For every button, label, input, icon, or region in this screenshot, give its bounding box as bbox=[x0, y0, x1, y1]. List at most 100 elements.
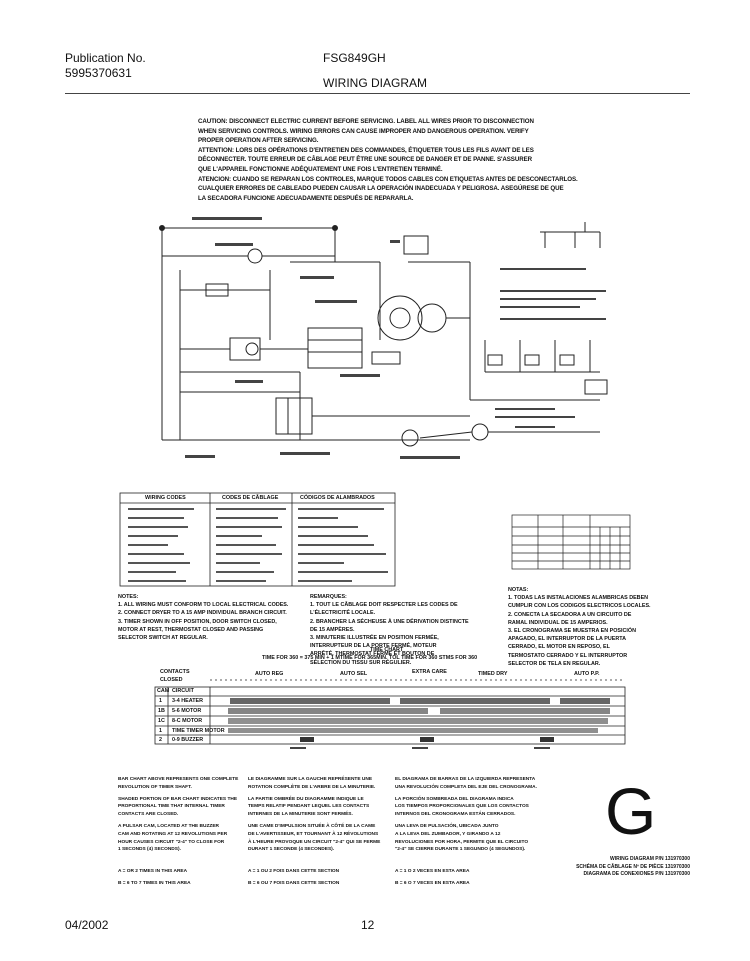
legend-line: INTERNOS DEL CRONOGRAMA ESTÁN CERRADOS. bbox=[395, 812, 516, 818]
note-line: 1. ALL WIRING MUST CONFORM TO LOCAL ELEC… bbox=[118, 602, 289, 609]
note-line: CUMPLIR CON LOS CODIGOS ELECTRICOS LOCAL… bbox=[508, 603, 651, 610]
caution-line: ATENCION: CUANDO SE REPARAN LOS CONTROLE… bbox=[198, 175, 578, 183]
note-line: 3. TIMER SHOWN IN OFF POSITION, DOOR SWI… bbox=[118, 618, 277, 625]
note-line: 1. TODAS LAS INSTALACIONES ALAMBRICAS DE… bbox=[508, 595, 649, 602]
legend-line: SHADED PORTION OF BAR CHART INDICATES TH… bbox=[118, 796, 238, 802]
caution-line: CUALQUIER ERRORES DE CABLEADO PUEDEN CAU… bbox=[198, 185, 564, 193]
legend-line: LE DIAGRAMME SUR LA GAUCHE REPRÉSENTE UN… bbox=[248, 777, 373, 782]
circuit-name: 3-4 HEATER bbox=[172, 698, 204, 704]
contacts-label: CONTACTS bbox=[160, 669, 190, 675]
segment-label: EXTRA CARE bbox=[412, 669, 447, 675]
note-line: 2. CONNECT DRYER TO A 15 AMP INDIVIDUAL … bbox=[118, 610, 287, 617]
header-rule bbox=[65, 93, 690, 94]
note-line: MOTOR AT REST, THERMOSTAT CLOSED AND PAS… bbox=[118, 626, 264, 633]
legend-line: UNE CAME D'IMPULSION SITUÉE À CÔTÉ DE LA… bbox=[248, 823, 376, 829]
legend-line: CONTACTS ARE CLOSED. bbox=[118, 812, 179, 818]
legend-line: "2-4" SE CIERRE DURANTE 1 SEGUNDO (4 SEG… bbox=[395, 847, 526, 853]
notes-es-title: NOTAS: bbox=[508, 587, 529, 593]
caution-line: CAUTION: DISCONNECT ELECTRIC CURRENT BEF… bbox=[198, 118, 534, 125]
caution-line: PROPER OPERATION AFTER SERVICING. bbox=[198, 137, 319, 145]
note-line: RAMAL INDIVIDUAL DE 15 AMPERIOS. bbox=[508, 619, 608, 626]
legend-mark-b: B = 6 O 7 VECES EN ESTA AREA bbox=[395, 880, 470, 886]
publication-number: 5995370631 bbox=[65, 66, 132, 80]
legend-line: REVOLUCIONES POR HORA, PERMITE QUE EL CI… bbox=[395, 839, 529, 845]
legend-line: REVOLUTION OF TIMER SHAFT. bbox=[118, 784, 192, 790]
timing-chart-title: TIME CHART bbox=[370, 647, 404, 653]
legend-line: INTERNES DE LA MINUTERIE SONT FERMÉS. bbox=[248, 812, 353, 818]
note-line: L'ÉLECTRICITÉ LOCALE. bbox=[310, 610, 376, 617]
note-line: TERMOSTATO CERRADO Y EL INTERRUPTOR bbox=[508, 652, 628, 659]
notes-fr-title: REMARQUES: bbox=[310, 594, 347, 600]
codes-header-es: CÓDIGOS DE ALAMBRADOS bbox=[300, 495, 375, 501]
legend-line: ROTATION COMPLÈTE DE L'ARBRE DE LA MINUT… bbox=[248, 784, 376, 790]
legend-en: BAR CHART ABOVE REPRESENTS ONE COMPLETE … bbox=[118, 776, 238, 888]
revision-letter: G bbox=[605, 774, 657, 848]
cam-header: CAM bbox=[157, 688, 170, 694]
diagram-ref-line: SCHÉMA DE CÂBLAGE Nº DE PIÈCE 131970300 bbox=[576, 863, 690, 870]
note-line: 2. BRANCHER LA SÉCHEUSE À UNE DÉRIVATION… bbox=[310, 618, 469, 625]
circuit-name: TIME TIMER MOTOR bbox=[172, 728, 225, 734]
note-line: 1. TOUT LE CÂBLAGE DOIT RESPECTER LES CO… bbox=[310, 602, 458, 609]
legend-line: A LA LEVA DEL ZUMBADOR, Y GIRANDO A 12 bbox=[395, 831, 501, 837]
cam-id: 2 bbox=[159, 737, 162, 743]
codes-header-en: WIRING CODES bbox=[145, 495, 186, 501]
note-line: SELECTOR DE TELA EN REGULAR. bbox=[508, 660, 601, 667]
legend-line: BAR CHART ABOVE REPRESENTS ONE COMPLETE bbox=[118, 777, 239, 782]
legend-line: LOS TIEMPOS PROPORCIONALES QUE LOS CONTA… bbox=[395, 804, 529, 810]
cam-id: 1 bbox=[159, 728, 162, 734]
note-line: 3. MINUTERIE ILLUSTRÉE EN POSITION FERMÉ… bbox=[310, 635, 439, 642]
codes-header-fr: CODES DE CÂBLAGE bbox=[222, 495, 279, 501]
note-line: INTERRUPTEUR DE LA PORTE FERMÉ, MOTEUR bbox=[310, 643, 437, 650]
diagram-ref-line: WIRING DIAGRAM P/N 131970300 bbox=[609, 856, 690, 862]
legend-mark-b: B = 6 TO 7 TIMES IN THIS AREA bbox=[118, 880, 191, 886]
legend-line: A PULSAR CAM, LOCATED AT THE BUZZER bbox=[118, 823, 219, 829]
caution-line: DÉCONNECTER. TOUTE ERREUR DE CÂBLAGE PEU… bbox=[198, 156, 532, 164]
legend-es: EL DIAGRAMA DE BARRAS DE LA IZQUIERDA RE… bbox=[395, 776, 537, 888]
legend-line: DURANT 1 SECONDE (4 SECONDES). bbox=[248, 847, 335, 853]
cam-id: 1B bbox=[158, 708, 165, 714]
legend-mark-b: B = 6 OU 7 FOIS DANS CETTE SECTION bbox=[248, 880, 340, 886]
legend-mark-a: A = 1 OU 2 FOIS DANS CETTE SECTION bbox=[248, 869, 340, 875]
cam-id: 1C bbox=[158, 718, 165, 724]
legend-line: CAM AND ROTATING AT 12 REVOLUTIONS PER bbox=[118, 831, 228, 837]
caution-line: QUE L'APPAREIL FONCTIONNE ADÉQUATEMENT U… bbox=[198, 165, 443, 173]
segment-label: AUTO P.P. bbox=[574, 671, 600, 677]
notes-es: NOTAS: 1. TODAS LAS INSTALACIONES ALAMBR… bbox=[508, 586, 651, 668]
legend-line: UNA LEVA DE PULSACIÓN, UBICADA JUNTO bbox=[395, 823, 499, 829]
segment-label: AUTO SEL bbox=[340, 671, 368, 677]
caution-line: ATTENTION: LORS DES OPÉRATIONS D'ENTRETI… bbox=[198, 146, 534, 154]
timing-chart-subtitle: TIME FOR 360 = 375 MIN + 1 MTIME FOR 365… bbox=[262, 655, 478, 661]
caution-block: CAUTION: DISCONNECT ELECTRIC CURRENT BEF… bbox=[198, 117, 578, 203]
model-number: FSG849GH bbox=[323, 51, 386, 65]
legend-line: TEMPS RELATIF PENDANT LEQUEL LES CONTACT… bbox=[248, 804, 370, 810]
legend-line: 1 SECONDS (4) SECONDS). bbox=[118, 847, 181, 853]
note-line: SÉLECTION DU TISSU SUR RÉGULIER. bbox=[310, 659, 412, 666]
legend-line: UNA REVOLUCIÓN COMPLETA DEL EJE DEL CRON… bbox=[395, 784, 537, 790]
note-line: 3. EL CRONOGRAMA SE MUESTRA EN POSICIÓN bbox=[508, 628, 636, 635]
diagram-ref-line: DIAGRAMA DE CONEXIONES P/N 131970300 bbox=[583, 871, 690, 878]
note-line: APAGADO, EL INTERRUPTOR DE LA PUERTA bbox=[508, 636, 626, 643]
note-line: CERRADO, EL MOTOR EN REPOSO, EL bbox=[508, 644, 610, 651]
note-line: SELECTOR SWITCH AT REGULAR. bbox=[118, 635, 208, 642]
legend-line: À L'HEURE PROVOQUE UN CIRCUIT "2-4" QUI … bbox=[248, 839, 381, 845]
legend-line: PROPORTIONAL TIME THAT INTERNAL TIMER bbox=[118, 804, 225, 810]
legend-line: EL DIAGRAMA DE BARRAS DE LA IZQUIERDA RE… bbox=[395, 777, 536, 782]
notes-en-title: NOTES: bbox=[118, 594, 139, 600]
legend-fr: LE DIAGRAMME SUR LA GAUCHE REPRÉSENTE UN… bbox=[248, 776, 380, 888]
notes-en: NOTES: 1. ALL WIRING MUST CONFORM TO LOC… bbox=[118, 593, 288, 642]
caution-line: LA SECADORA FUNCIONE ADECUADAMENTE DESPU… bbox=[198, 194, 414, 202]
note-line: DE 15 AMPÈRES. bbox=[310, 626, 355, 633]
cam-id: 1 bbox=[159, 698, 162, 704]
legend-line: HOUR CAUSES CIRCUIT "2-4" TO CLOSE FOR bbox=[118, 839, 225, 845]
page-title: WIRING DIAGRAM bbox=[323, 76, 427, 90]
circuit-header: CIRCUIT bbox=[172, 688, 194, 694]
publication-label: Publication No. bbox=[65, 51, 146, 65]
note-line: 2. CONECTA LA SECADORA A UN CIRCUITO DE bbox=[508, 611, 632, 618]
caution-line: WHEN SERVICING CONTROLS. WIRING ERRORS C… bbox=[198, 127, 529, 135]
segment-label: AUTO REG bbox=[255, 671, 284, 677]
notes-fr: REMARQUES: 1. TOUT LE CÂBLAGE DOIT RESPE… bbox=[310, 593, 469, 667]
